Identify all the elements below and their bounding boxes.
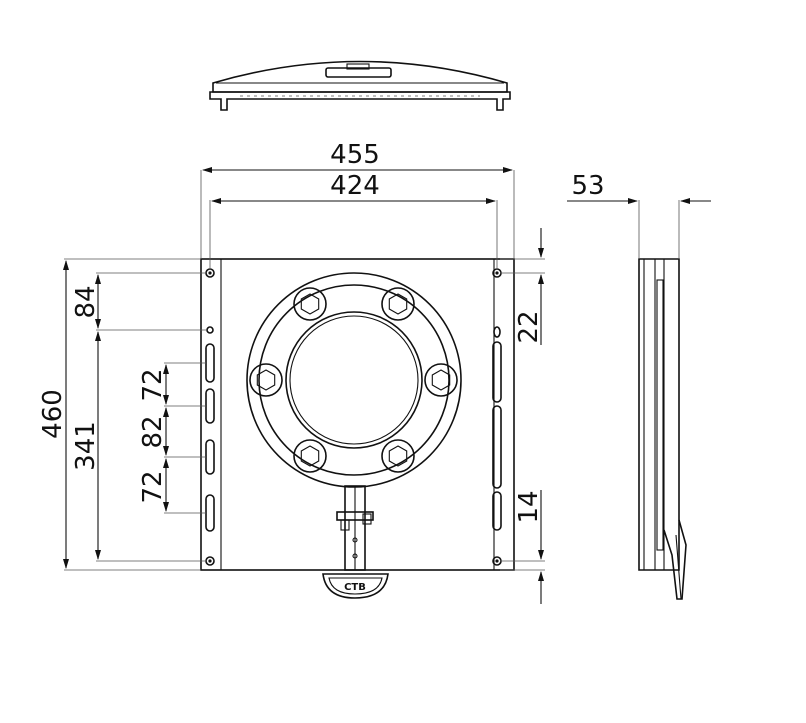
bolt xyxy=(249,363,283,397)
side-view xyxy=(638,258,687,600)
dim-right-bottom-offset: 14 xyxy=(514,490,544,523)
corner-hole xyxy=(205,268,215,278)
turntable-ring xyxy=(246,272,462,488)
dim-thickness: 53 xyxy=(571,171,604,201)
mounting-slot xyxy=(205,494,215,532)
front-view: CTB xyxy=(200,258,515,599)
mounting-slot xyxy=(492,491,502,531)
bolt xyxy=(424,363,458,397)
dimension-labels: 455 424 53 460 341 84 72 82 72 22 14 xyxy=(38,140,605,524)
logo-text: CTB xyxy=(344,582,366,593)
dim-hole-spacing-width: 424 xyxy=(330,171,380,201)
mounting-slot xyxy=(205,343,215,383)
dim-overall-height: 460 xyxy=(38,389,68,439)
bolt xyxy=(293,439,327,473)
dim-slot-span-height: 341 xyxy=(71,421,101,471)
dim-slot-pitch-3: 72 xyxy=(138,470,168,503)
mounting-slot xyxy=(205,388,215,424)
dim-slot-pitch-2: 82 xyxy=(138,415,168,448)
mounting-slot xyxy=(492,405,502,489)
mounting-slot xyxy=(205,439,215,475)
mounting-slot xyxy=(492,341,502,403)
locking-lever: CTB xyxy=(322,485,389,599)
dim-slot-pitch-1: 72 xyxy=(138,368,168,401)
dim-overall-width: 455 xyxy=(330,140,380,170)
top-view xyxy=(209,60,511,111)
bolt xyxy=(381,287,415,321)
dimension-lines xyxy=(63,167,711,604)
corner-hole xyxy=(205,556,215,566)
dim-top-hole-offset: 84 xyxy=(71,285,101,318)
bolt xyxy=(293,287,327,321)
small-hole xyxy=(493,326,501,338)
bolt xyxy=(381,439,415,473)
small-hole xyxy=(206,326,214,334)
dim-right-top-offset: 22 xyxy=(514,310,544,343)
